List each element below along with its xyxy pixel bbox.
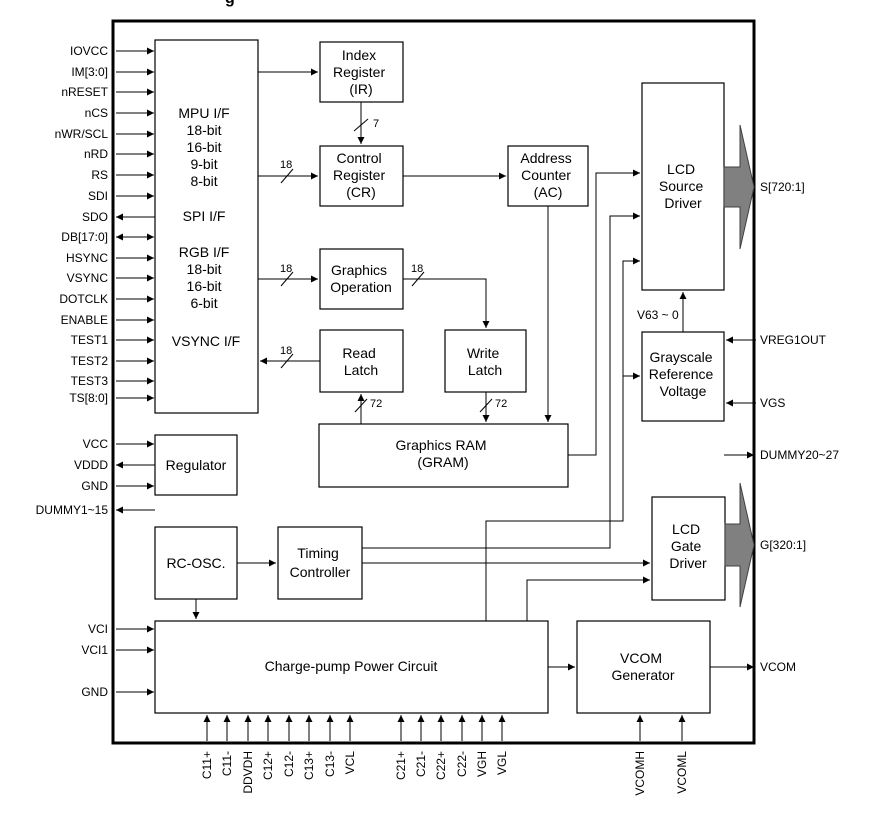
- internal-connections: [192, 68, 687, 671]
- bus-label: 72: [495, 398, 507, 410]
- pin-label: nCS: [85, 106, 108, 120]
- bottom-pin-arrows: [203, 715, 686, 741]
- pin-label: IOVCC: [70, 44, 108, 58]
- pin-label: C11-: [220, 751, 234, 776]
- pin-label: VSYNC: [67, 271, 109, 285]
- pin-label: SDO: [82, 210, 108, 224]
- mpu-interface-block: [154, 39, 259, 414]
- lcd-gate-driver-label: LCD Gate Driver: [669, 521, 707, 571]
- pin-label: C13+: [302, 751, 316, 780]
- pin-label: C11+: [200, 751, 214, 779]
- bus-width-labels: 7 18 18 18 18 72 72: [280, 118, 507, 410]
- pin-label: IM[3:0]: [71, 65, 108, 79]
- index-register-label: Index Register (IR): [333, 47, 389, 97]
- vcom-generator-block: [576, 620, 711, 714]
- rc-osc-block: [154, 526, 238, 600]
- control-register-label: Control Register (CR): [333, 150, 389, 200]
- pin-label: VGL: [495, 751, 509, 775]
- vcom-generator-label: VCOM Generator: [611, 650, 674, 683]
- graphics-operation-block: [319, 248, 404, 310]
- pin-label: DUMMY1~15: [36, 503, 109, 517]
- bottom-pin-labels: C11+ C11- DDVDH C12+ C12- C13+ C13- VCL …: [200, 751, 689, 796]
- pin-label: C13-: [323, 751, 337, 777]
- right-pin-labels: S[720:1] VREG1OUT VGS DUMMY20~27 G[320:1…: [760, 180, 839, 674]
- bus-label: 72: [370, 398, 382, 410]
- pin-label: nWR/SCL: [55, 127, 109, 141]
- regulator-block: [154, 434, 238, 496]
- title-partial: g: [225, 0, 235, 7]
- pin-label: ENABLE: [61, 313, 108, 327]
- pin-label: DOTCLK: [59, 292, 108, 306]
- pin-label: VCC: [83, 437, 109, 451]
- pin-label: DB[17:0]: [61, 230, 108, 244]
- timing-controller-label: Timing Controller: [290, 545, 351, 580]
- read-latch-block: [319, 329, 404, 393]
- pin-label: C22+: [434, 751, 448, 780]
- charge-pump-label: Charge-pump Power Circuit: [265, 658, 438, 674]
- left-pin-arrows: [116, 47, 155, 696]
- pin-label: VGH: [475, 751, 489, 777]
- mpu-block-label: MPU I/F 18-bit 16-bit 9-bit 8-bit SPI I/…: [172, 105, 240, 349]
- pin-label: VCOM: [760, 660, 796, 674]
- address-counter-label: Address Counter (AC): [520, 150, 575, 200]
- pin-label: S[720:1]: [760, 180, 805, 194]
- pin-label: RS: [91, 168, 108, 182]
- pin-label: VREG1OUT: [760, 333, 827, 347]
- pin-label: nRD: [84, 147, 108, 161]
- regulator-label: Regulator: [166, 457, 227, 473]
- pin-label: C22-: [455, 751, 469, 777]
- pin-label: G[320:1]: [760, 538, 806, 552]
- bus-label: 18: [280, 159, 292, 171]
- chip-frame: [111, 19, 756, 745]
- graphics-operation-label: Graphics Operation: [330, 262, 391, 295]
- bus-label: 18: [280, 345, 292, 357]
- address-counter-block: [507, 145, 589, 207]
- pin-label: GND: [81, 479, 108, 493]
- v63-label: V63 ~ 0: [637, 308, 679, 322]
- pin-label: DDVDH: [241, 751, 255, 794]
- timing-controller-block: [277, 526, 363, 600]
- write-latch-label: Write Latch: [467, 345, 503, 378]
- pin-label: VCOMH: [633, 751, 647, 796]
- charge-pump-block: [154, 620, 549, 714]
- pin-label: TEST2: [71, 354, 109, 368]
- pin-label: nRESET: [61, 85, 108, 99]
- pin-label: C21-: [414, 751, 428, 777]
- lcd-source-driver-block: [641, 82, 725, 291]
- grayscale-reference-label: Grayscale Reference Voltage: [649, 349, 717, 399]
- index-register-block: [319, 41, 404, 103]
- lcd-source-driver-label: LCD Source Driver: [659, 161, 707, 211]
- pin-label: TEST3: [71, 374, 109, 388]
- pin-label: VCL: [343, 751, 357, 775]
- pin-label: VDDD: [74, 458, 108, 472]
- lcd-gate-driver-block: [651, 496, 726, 601]
- write-latch-block: [444, 329, 527, 393]
- bus-label: 18: [280, 263, 292, 275]
- pin-label: SDI: [88, 189, 108, 203]
- left-pin-labels: IOVCC IM[3:0] nRESET nCS nWR/SCL nRD RS …: [36, 44, 109, 699]
- source-output-bus-arrow: [723, 124, 755, 250]
- pin-label: VCOML: [675, 751, 689, 794]
- pin-label: TEST1: [71, 333, 109, 347]
- pin-label: C21+: [394, 751, 408, 780]
- grayscale-reference-block: [641, 331, 725, 422]
- graphics-ram-block: [318, 423, 569, 488]
- right-pin-arrows: [710, 336, 756, 671]
- read-latch-label: Read Latch: [342, 345, 379, 378]
- pin-label: HSYNC: [66, 251, 108, 265]
- pin-label: TS[8:0]: [69, 391, 108, 405]
- pin-label: GND: [81, 685, 108, 699]
- gate-output-bus-arrow: [724, 482, 755, 608]
- rc-osc-label: RC-OSC.: [166, 555, 225, 571]
- pin-label: DUMMY20~27: [760, 448, 839, 462]
- pin-label: C12+: [261, 751, 275, 780]
- pin-label: C12-: [282, 751, 296, 777]
- bus-label: 18: [411, 263, 423, 275]
- pin-label: VGS: [760, 396, 785, 410]
- pin-label: VCI1: [81, 643, 108, 657]
- bus-label: 7: [373, 118, 379, 130]
- graphics-ram-label: Graphics RAM (GRAM): [396, 437, 491, 470]
- pin-label: VCI: [88, 622, 108, 636]
